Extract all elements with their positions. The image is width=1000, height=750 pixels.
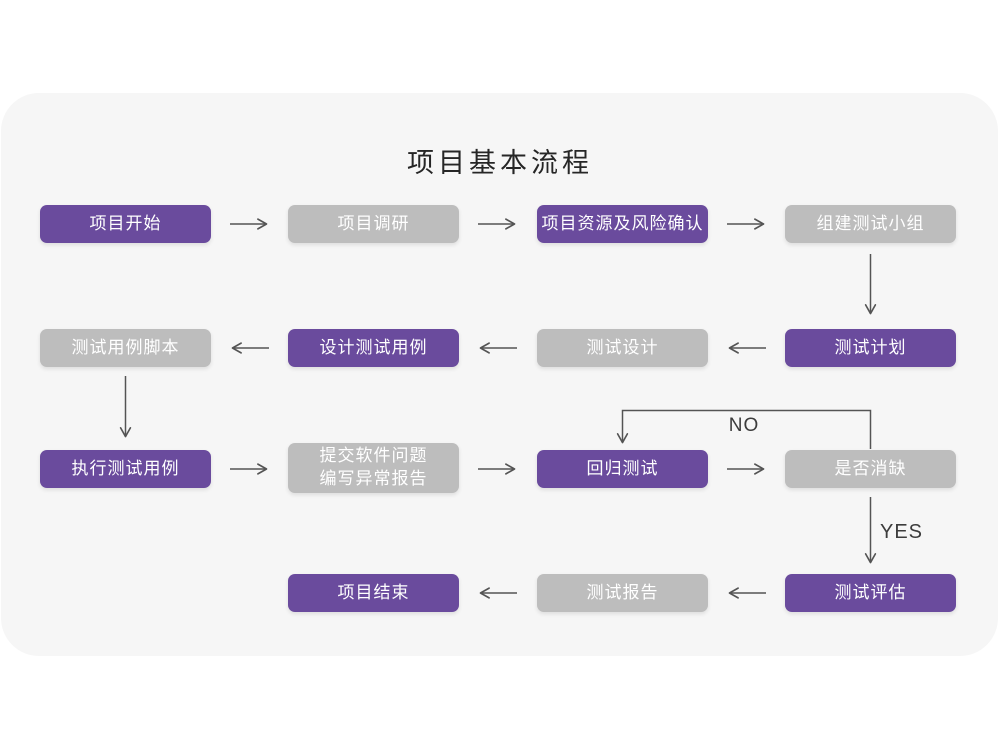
flow-node-project-research: 项目调研 (288, 205, 459, 243)
flow-node-test-plan: 测试计划 (785, 329, 956, 367)
flow-node-regression-test: 回归测试 (537, 450, 708, 488)
flow-node-project-start: 项目开始 (40, 205, 211, 243)
flow-node-submit-issues: 提交软件问题 编写异常报告 (288, 443, 459, 493)
flow-node-defect-cleared: 是否消缺 (785, 450, 956, 488)
branch-label-no: NO (728, 415, 760, 436)
flow-node-resource-risk-confirm: 项目资源及风险确认 (537, 205, 708, 243)
flow-node-test-evaluation: 测试评估 (785, 574, 956, 612)
flow-node-build-test-team: 组建测试小组 (785, 205, 956, 243)
flowchart-card (1, 93, 998, 656)
flow-node-submit-issues-line2: 编写异常报告 (319, 469, 428, 488)
flow-node-test-report: 测试报告 (537, 574, 708, 612)
flow-node-test-case-script: 测试用例脚本 (40, 329, 211, 367)
flow-node-design-test-cases: 设计测试用例 (288, 329, 459, 367)
diagram-title: 项目基本流程 (407, 148, 593, 178)
branch-label-yes: YES (880, 521, 924, 543)
flow-node-test-design: 测试设计 (537, 329, 708, 367)
flow-node-project-end: 项目结束 (288, 574, 459, 612)
flow-node-submit-issues-line1: 提交软件问题 (319, 446, 428, 466)
flow-node-execute-test-cases: 执行测试用例 (40, 450, 211, 488)
